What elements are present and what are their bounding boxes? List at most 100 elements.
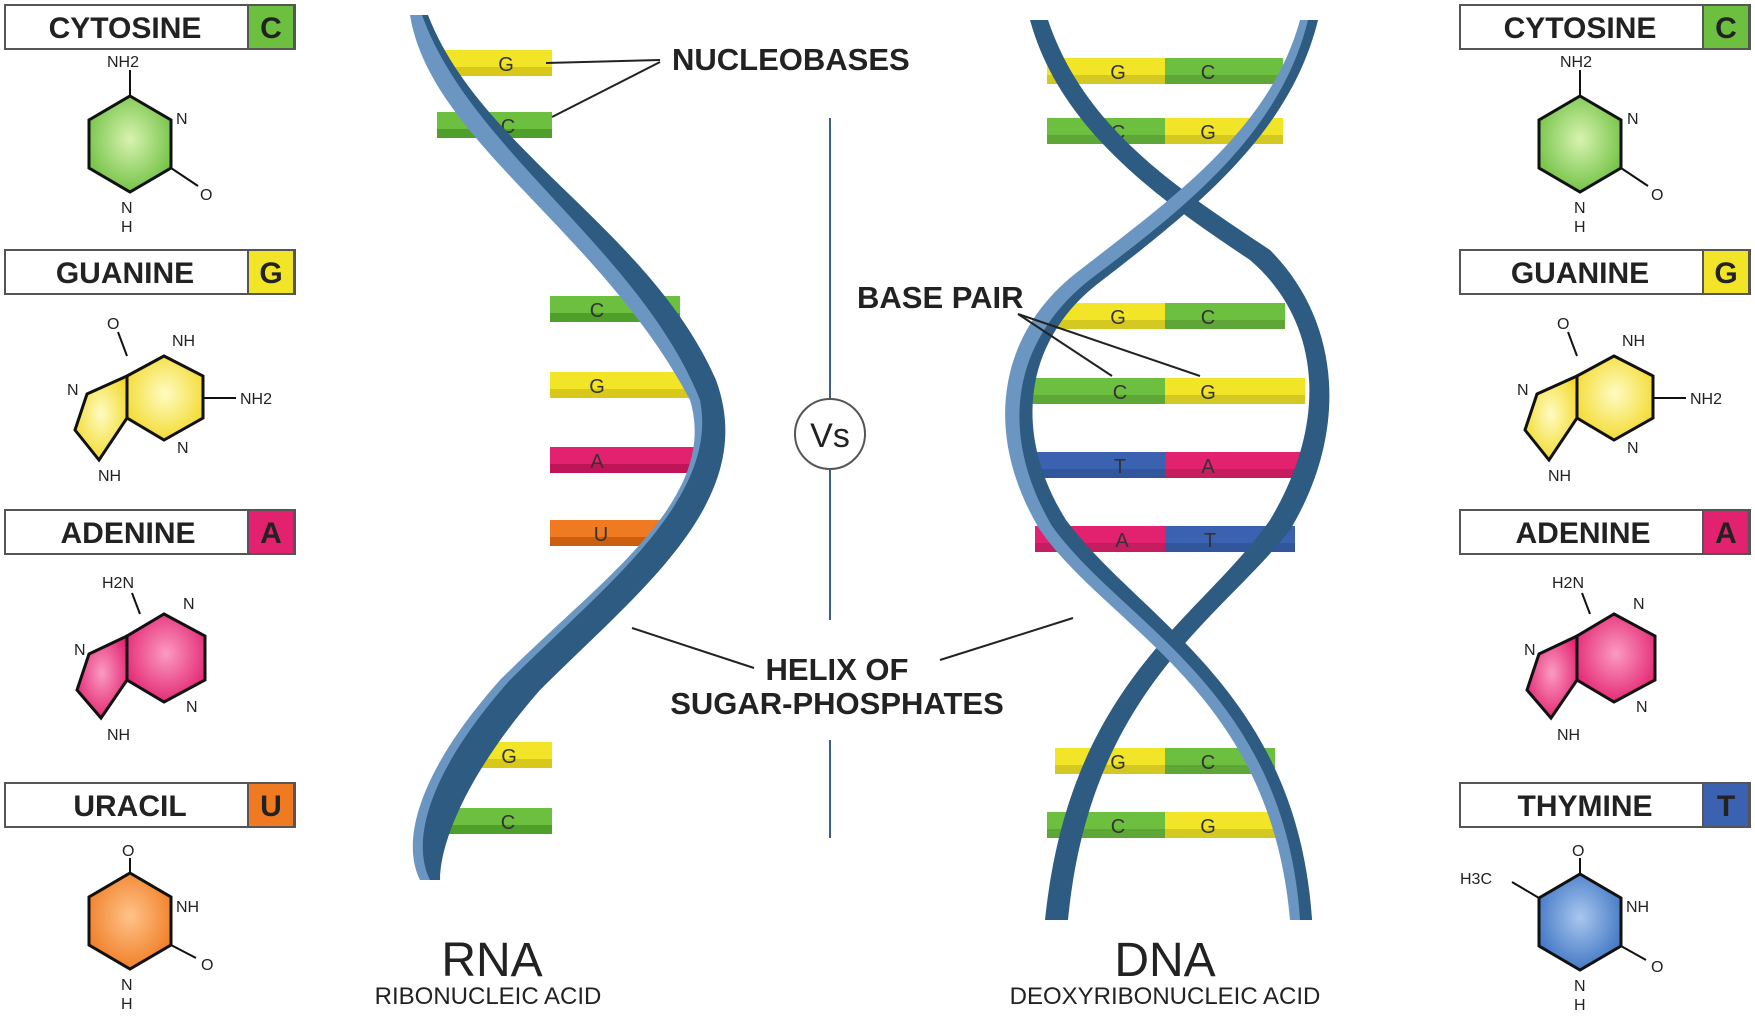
atom-label: N (121, 977, 133, 994)
label-adenine-left: ADENINE A (4, 509, 296, 555)
atom-label: N (1636, 699, 1648, 716)
guanine-swatch (247, 249, 295, 295)
rna-title: RNA (441, 934, 542, 987)
cytosine-molecule-left: NH2 N O N H (87, 54, 212, 236)
rna-rung-letter: G (589, 376, 605, 398)
adenine-molecule-left: H2N N N N NH (74, 575, 207, 744)
label-uracil-left: URACIL U (4, 782, 296, 828)
rna-helix-strand (410, 15, 726, 880)
atom-label: NH2 (107, 54, 139, 71)
atom-label: H (1574, 997, 1586, 1014)
dna-helix-strand-back (1030, 20, 1330, 920)
atom-label: N (183, 596, 195, 613)
atom-label: NH2 (1560, 54, 1592, 71)
atom-label: O (1651, 187, 1663, 204)
atom-label: N (1574, 978, 1586, 995)
base-letter: U (260, 790, 282, 823)
base-letter: T (1717, 790, 1735, 823)
dna-base-left: A (1115, 530, 1129, 552)
dna-title: DNA (1114, 934, 1215, 987)
dna-base-right: G (1200, 122, 1216, 144)
dna-base-left: G (1110, 752, 1126, 774)
left-base-legend: CYTOSINE C GUANINE G ADENINE A URACIL U (4, 4, 296, 828)
dna-base-right: A (1201, 456, 1215, 478)
adenine-swatch (1702, 509, 1750, 555)
atom-label: NH (1626, 899, 1649, 916)
dna-base-right: C (1201, 752, 1215, 774)
atom-label: H (121, 219, 133, 236)
base-name: GUANINE (56, 257, 194, 290)
helix-label-line1: HELIX OF (766, 652, 909, 687)
dna-base-pair: T A (1020, 452, 1305, 478)
base-name: ADENINE (1515, 517, 1650, 550)
atom-label: N (1574, 200, 1586, 217)
atom-label: N (1524, 642, 1536, 659)
dna-base-right: C (1201, 307, 1215, 329)
atom-label: NH (172, 333, 195, 350)
nucleobases-label: NUCLEOBASES (672, 42, 910, 77)
dna-base-right: C (1201, 62, 1215, 84)
atom-label: NH (107, 727, 130, 744)
right-base-legend: CYTOSINE C GUANINE G ADENINE A THYMINE T (1459, 4, 1751, 828)
atom-label: H2N (1552, 575, 1584, 592)
dna-base-pair: C G (1020, 378, 1305, 404)
rna-rung-letter: C (501, 812, 515, 834)
dna-base-right: G (1200, 816, 1216, 838)
dna-base-pair: G C (1047, 58, 1283, 84)
cytosine-swatch (1702, 4, 1750, 50)
thymine-molecule-right: O H3C NH O N H (1460, 843, 1663, 1014)
atom-label: O (201, 957, 213, 974)
base-letter: A (1715, 517, 1737, 550)
uracil-molecule-left: O NH O N H (87, 843, 213, 1013)
helix-label-line2: SUGAR-PHOSPHATES (670, 686, 1004, 721)
dna-base-left: C (1111, 816, 1125, 838)
rna-rung-letter: A (590, 451, 604, 473)
rna-rung-letter: C (590, 300, 604, 322)
label-thymine-right: THYMINE T (1459, 782, 1751, 828)
guanine-molecule-right: O NH NH2 N N NH (1517, 316, 1722, 485)
atom-label: N (1517, 382, 1529, 399)
label-guanine-right: GUANINE G (1459, 249, 1751, 295)
atom-label: O (122, 843, 134, 860)
atom-label: N (186, 699, 198, 716)
atom-label: N (1633, 596, 1645, 613)
rna-rung-letter: G (501, 746, 517, 768)
base-pair-callout: BASE PAIR (857, 280, 1201, 377)
atom-label: NH (176, 899, 199, 916)
atom-label: N (1627, 111, 1639, 128)
rna-subtitle: RIBONUCLEIC ACID (375, 983, 602, 1010)
adenine-swatch (247, 509, 295, 555)
guanine-swatch (1702, 249, 1750, 295)
base-name: CYTOSINE (49, 12, 202, 45)
base-name: CYTOSINE (1504, 12, 1657, 45)
atom-label: H (121, 996, 133, 1013)
atom-label: O (1651, 959, 1663, 976)
base-pair-label: BASE PAIR (857, 280, 1024, 315)
dna-helix-strand-front (1005, 20, 1318, 920)
dna-base-left: T (1114, 456, 1126, 478)
atom-label: N (67, 382, 79, 399)
atom-label: O (107, 316, 119, 333)
label-adenine-right: ADENINE A (1459, 509, 1751, 555)
base-letter: G (1714, 257, 1737, 290)
atom-label: H (1574, 219, 1586, 236)
guanine-molecule-left: O NH NH2 N N NH (67, 316, 272, 485)
base-letter: G (259, 257, 282, 290)
dna-base-left: C (1113, 382, 1127, 404)
thymine-swatch (1702, 782, 1750, 828)
helix-callout: HELIX OF SUGAR-PHOSPHATES (631, 617, 1074, 721)
base-letter: A (260, 517, 282, 550)
atom-label: O (200, 187, 212, 204)
label-cytosine-right: CYTOSINE C (1459, 4, 1751, 50)
base-name: GUANINE (1511, 257, 1649, 290)
nucleobases-callout: NUCLEOBASES (545, 42, 910, 118)
vs-label: Vs (810, 417, 850, 455)
base-letter: C (1715, 12, 1737, 45)
dna-base-right: G (1200, 382, 1216, 404)
cytosine-molecule-right: NH2 N O N H (1537, 54, 1663, 236)
atom-label: H2N (102, 575, 134, 592)
adenine-molecule-right: H2N N N N NH (1524, 575, 1657, 744)
base-letter: C (260, 12, 282, 45)
